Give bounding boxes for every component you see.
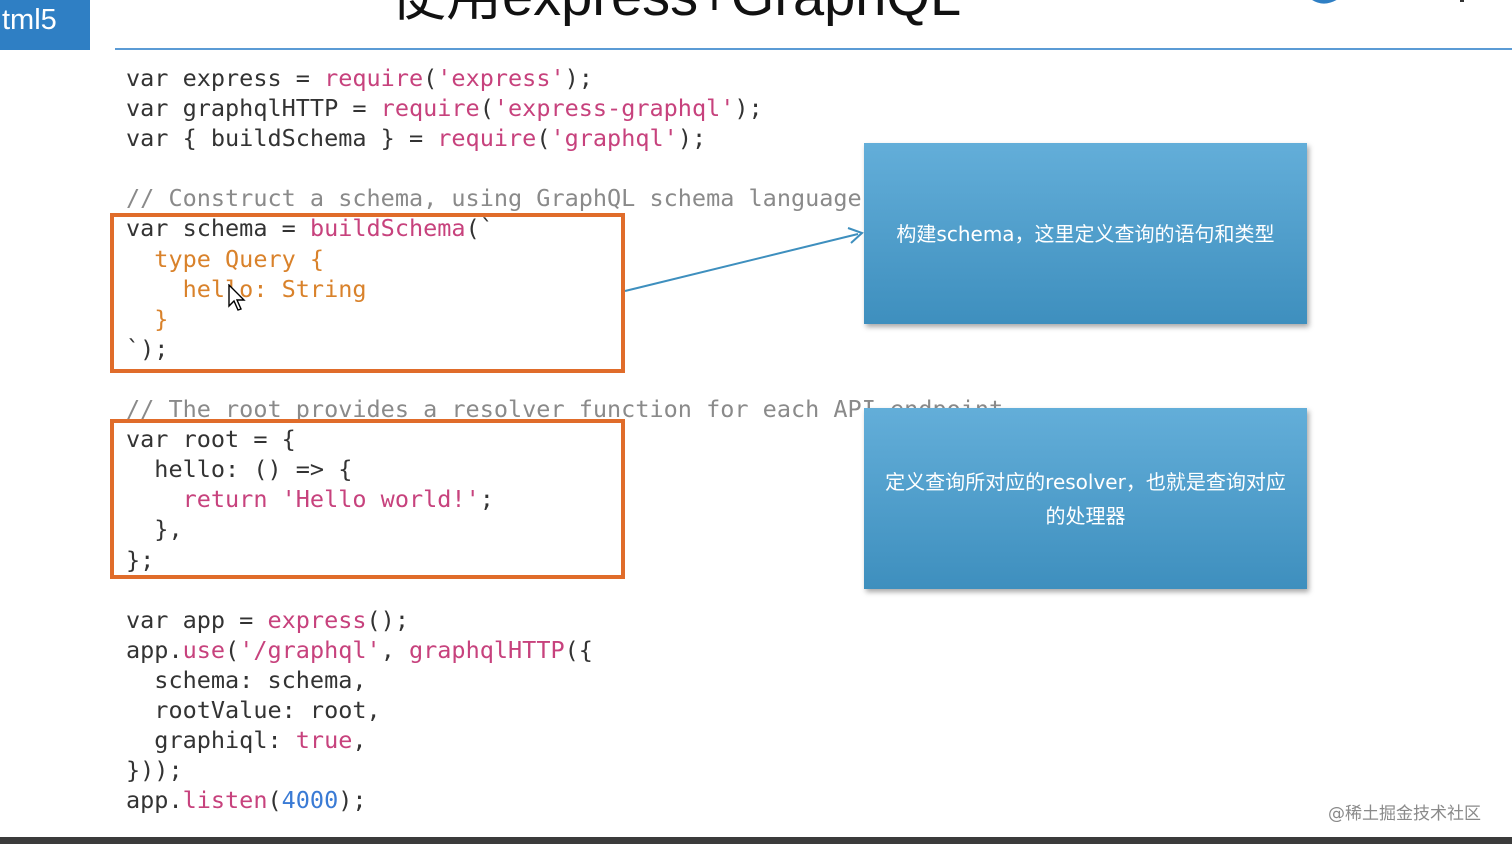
code-token: app. — [126, 635, 183, 664]
code-token: return — [182, 485, 268, 514]
code-token: require — [437, 124, 537, 153]
code-token: }, — [126, 515, 183, 544]
code-line: var schema = buildSchema(` — [126, 213, 1003, 243]
code-token: ); — [734, 94, 763, 123]
title-divider — [115, 48, 1512, 50]
code-token: express — [267, 605, 367, 634]
code-token: var graphqlHTTP = — [126, 94, 381, 123]
schema-callout: 构建schema，这里定义查询的语句和类型 — [864, 143, 1307, 324]
code-line: return 'Hello world!'; — [126, 484, 1003, 514]
code-line: graphiql: true, — [126, 725, 1003, 755]
code-token: '/graphql' — [239, 635, 381, 664]
code-line: })); — [126, 755, 1003, 785]
code-token: } — [126, 304, 169, 333]
code-token: true — [295, 726, 353, 755]
mouse-cursor-icon — [228, 284, 246, 311]
code-token: ({ — [564, 635, 593, 664]
code-token: // Construct a schema, using GraphQL sch… — [126, 184, 862, 213]
schema-highlight-box — [110, 213, 625, 373]
tab-badge: tml5 — [0, 0, 90, 50]
code-line: hello: () => { — [126, 454, 1003, 484]
bottom-bar — [0, 837, 1512, 844]
corner-logo-icon — [1312, 0, 1464, 4]
code-token: 4000 — [281, 786, 339, 815]
code-token: var { buildSchema } = — [126, 124, 438, 153]
code-token: ( — [536, 124, 551, 153]
code-line: `); — [126, 334, 1003, 364]
code-token: ); — [338, 786, 367, 815]
code-line: var app = express(); — [126, 605, 1003, 635]
code-token: graphqlHTTP — [408, 635, 565, 664]
code-line: app.use('/graphql', graphqlHTTP({ — [126, 635, 1003, 665]
code-token: // The root provides a resolver function… — [126, 395, 1004, 424]
code-token: var app = — [126, 605, 268, 634]
code-line: // Construct a schema, using GraphQL sch… — [126, 183, 1003, 213]
code-token: (` — [465, 214, 494, 243]
slide-title: 使用express+GraphQL — [390, 0, 1170, 26]
code-token: var root = { — [126, 425, 296, 454]
resolver-callout: 定义查询所对应的resolver，也就是查询对应的处理器 — [864, 408, 1307, 589]
code-token: type Query { — [126, 244, 325, 273]
code-line: }, — [126, 514, 1003, 544]
code-token: ( — [267, 786, 282, 815]
code-token: schema: schema, — [126, 665, 367, 694]
code-token: , — [380, 635, 409, 664]
code-line: var { buildSchema } = require('graphql')… — [126, 123, 1003, 153]
resolver-callout-text: 定义查询所对应的resolver，也就是查询对应的处理器 — [885, 469, 1286, 528]
code-token: ( — [423, 64, 438, 92]
code-line: type Query { — [126, 244, 1003, 274]
code-line: }; — [126, 545, 1003, 575]
root-highlight-box — [110, 419, 625, 579]
code-token: (); — [366, 605, 409, 634]
code-token: }; — [126, 545, 155, 574]
code-token: hello: String — [126, 274, 367, 303]
code-token: rootValue: root, — [126, 695, 381, 724]
code-line: var express = require('express'); — [126, 63, 1003, 93]
code-token: , — [352, 726, 367, 755]
code-token: require — [380, 94, 480, 123]
code-token: })); — [126, 756, 183, 785]
code-line: var graphqlHTTP = require('express-graph… — [126, 93, 1003, 123]
code-token: ( — [479, 94, 494, 123]
code-token: graphiql: — [126, 726, 296, 755]
code-line: schema: schema, — [126, 665, 1003, 695]
code-token: use — [182, 635, 226, 664]
code-line: var root = { — [126, 424, 1003, 454]
code-block: var express = require('express');var gra… — [126, 63, 1003, 815]
code-token: ( — [225, 635, 240, 664]
code-token: buildSchema — [309, 214, 466, 243]
code-token: 'express-graphql' — [493, 94, 735, 123]
code-token: 'graphql' — [550, 124, 678, 153]
code-token: var schema = — [126, 214, 310, 243]
code-line: // The root provides a resolver function… — [126, 394, 1003, 424]
code-token: ); — [564, 64, 593, 92]
code-token: listen — [182, 786, 268, 815]
watermark: @稀土掘金技术社区 — [1328, 804, 1481, 824]
code-token: 'Hello world!' — [281, 485, 480, 514]
code-token: require — [324, 64, 424, 92]
code-token: ; — [479, 485, 494, 514]
code-token: var express = — [126, 64, 325, 92]
code-line: rootValue: root, — [126, 695, 1003, 725]
code-line: app.listen(4000); — [126, 785, 1003, 815]
code-token: ); — [677, 124, 707, 153]
code-token: `); — [126, 334, 169, 363]
code-line: } — [126, 304, 1003, 334]
schema-callout-text: 构建schema，这里定义查询的语句和类型 — [896, 221, 1275, 246]
code-token: hello: () => { — [126, 455, 353, 484]
code-token: 'express' — [437, 64, 565, 92]
code-line: hello: String — [126, 274, 1003, 304]
code-token: app. — [126, 786, 183, 815]
